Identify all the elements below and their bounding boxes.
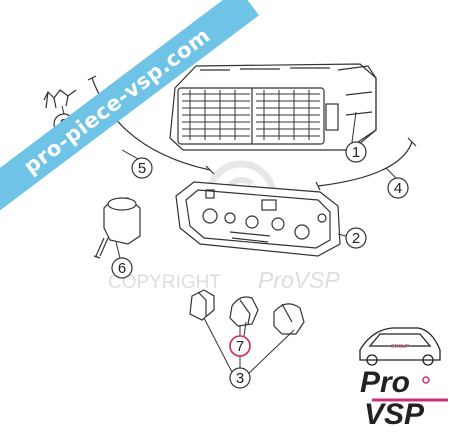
svg-text:6: 6 (118, 260, 126, 277)
callout-4: 4 (387, 177, 409, 199)
copyright-watermark: COPYRIGHT ProVSP (108, 267, 340, 293)
callout-6: 6 (111, 257, 133, 279)
air-vent-part (169, 63, 377, 151)
actuator-part (93, 197, 141, 259)
cable-4-part (315, 137, 417, 191)
svg-text:COPYRIGHT: COPYRIGHT (108, 272, 221, 293)
control-knobs-part (189, 289, 305, 335)
callout-1: 1 (345, 141, 367, 163)
control-panel-part (175, 181, 341, 257)
svg-text:3: 3 (236, 370, 244, 387)
svg-text:GROUP: GROUP (391, 344, 410, 350)
logo-vsp: VSP (364, 398, 425, 431)
car-silhouette-icon (359, 327, 441, 366)
callout-7: 7 (229, 335, 251, 357)
callout-5: 5 (131, 157, 153, 179)
svg-text:4: 4 (394, 180, 402, 197)
svg-text:1: 1 (352, 144, 360, 161)
logo-pro: Pro (360, 366, 410, 399)
callout-2: 2 (345, 227, 367, 249)
svg-text:2: 2 (352, 230, 360, 247)
provsp-logo: GROUP Pro VSP (359, 327, 448, 431)
wire-connector-part (43, 89, 77, 109)
svg-text:ProVSP: ProVSP (258, 267, 340, 293)
svg-text:7: 7 (236, 338, 244, 355)
svg-text:5: 5 (138, 160, 146, 177)
callout-3: 3 (229, 367, 251, 389)
